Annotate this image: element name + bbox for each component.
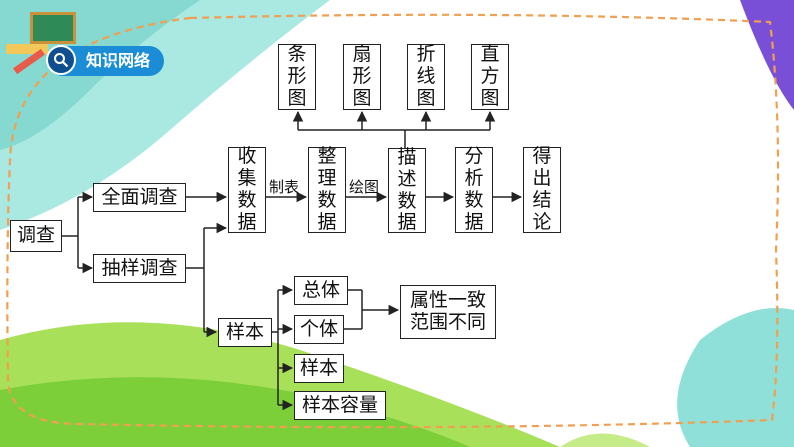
ruler-icon	[6, 44, 48, 54]
node-sample: 样本	[218, 318, 272, 347]
node-sample-size: 样本容量	[294, 391, 386, 420]
node-step-analyze: 分析数据	[455, 145, 493, 233]
node-individual: 个体	[294, 315, 344, 344]
node-chart-line: 折线图	[407, 43, 445, 110]
node-root: 调查	[10, 220, 62, 252]
node-step-organize: 整理数据	[308, 145, 346, 233]
node-sample-item: 样本	[294, 354, 344, 383]
node-step-describe: 描述数据	[388, 146, 426, 233]
node-chart-histogram: 直方图	[471, 43, 509, 110]
node-population: 总体	[294, 276, 348, 305]
node-step-conclude: 得出结论	[523, 145, 561, 233]
search-icon	[46, 45, 76, 75]
node-attribute-note: 属性一致 范围不同	[400, 285, 496, 339]
node-step-collect: 收集数据	[228, 145, 266, 233]
node-chart-pie: 扇形图	[343, 43, 381, 110]
node-sample-survey: 抽样调查	[93, 254, 186, 283]
edge-label-organize: 制表	[269, 178, 300, 196]
section-badge-label: 知识网络	[86, 51, 151, 70]
node-full-survey: 全面调查	[93, 183, 186, 212]
edge-label-describe: 绘图	[349, 178, 380, 196]
node-chart-bar: 条形图	[278, 43, 316, 110]
chalkboard-icon	[30, 12, 76, 44]
